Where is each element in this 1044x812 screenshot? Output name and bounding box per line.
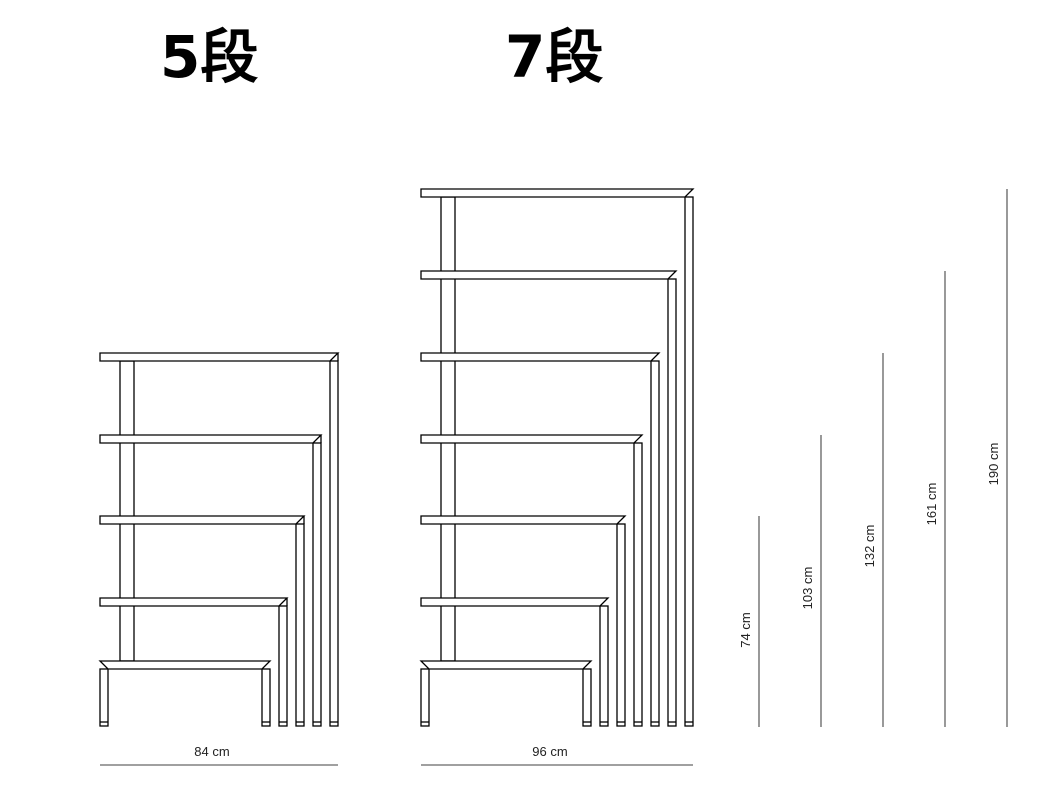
shelf7-leg-6: [599, 605, 609, 727]
height-label-161: 161 cm: [924, 483, 939, 526]
height-markers: [758, 189, 1008, 727]
shelf7-leg-5: [616, 523, 626, 727]
height-label-190: 190 cm: [986, 443, 1001, 486]
shelf5-width-label: 84 cm: [194, 744, 229, 759]
shelf7-board-4: [420, 434, 644, 444]
shelf7-support-post: [440, 196, 456, 662]
shelf7-leg-7: [582, 668, 592, 727]
shelf5-board-3: [99, 515, 306, 525]
shelf-5-tier: [98, 352, 340, 727]
shelf7-board-1: [420, 188, 695, 198]
shelf5-board-1: [99, 352, 340, 362]
shelf7-board-6: [420, 597, 610, 607]
shelf7-board-5: [420, 515, 627, 525]
title-5-tier: 5段: [160, 23, 259, 91]
shelf5-width-dimension: 84 cm: [100, 744, 338, 766]
shelf5-leg-3: [295, 523, 305, 727]
shelf5-left-leg: [99, 668, 109, 727]
title-7-tier: 7段: [505, 23, 604, 91]
shelf5-support-post: [119, 360, 135, 662]
shelf7-width-label: 96 cm: [532, 744, 567, 759]
shelf7-board-3: [420, 352, 661, 362]
shelf7-leg-3: [650, 360, 660, 727]
shelf7-leg-4: [633, 442, 643, 727]
shelf7-width-dimension: 96 cm: [421, 744, 693, 766]
shelf5-leg-1: [329, 360, 339, 727]
shelf5-board-5: [98, 660, 272, 670]
shelf5-board-4: [99, 597, 289, 607]
shelf5-leg-4: [278, 605, 288, 727]
shelf-7-tier: [419, 188, 695, 727]
shelf5-board-2: [99, 434, 323, 444]
shelf7-left-leg: [420, 668, 430, 727]
shelf7-leg-1: [684, 196, 694, 727]
height-labels: 74 cm 103 cm 132 cm 161 cm 190 cm: [738, 443, 1001, 648]
shelf5-leg-2: [312, 442, 322, 727]
shelf7-board-2: [420, 270, 678, 280]
shelf7-leg-2: [667, 278, 677, 727]
shelf7-board-7: [419, 660, 593, 670]
height-label-103: 103 cm: [800, 567, 815, 610]
height-label-132: 132 cm: [862, 525, 877, 568]
shelf5-leg-5: [261, 668, 271, 727]
height-label-74: 74 cm: [738, 612, 753, 647]
